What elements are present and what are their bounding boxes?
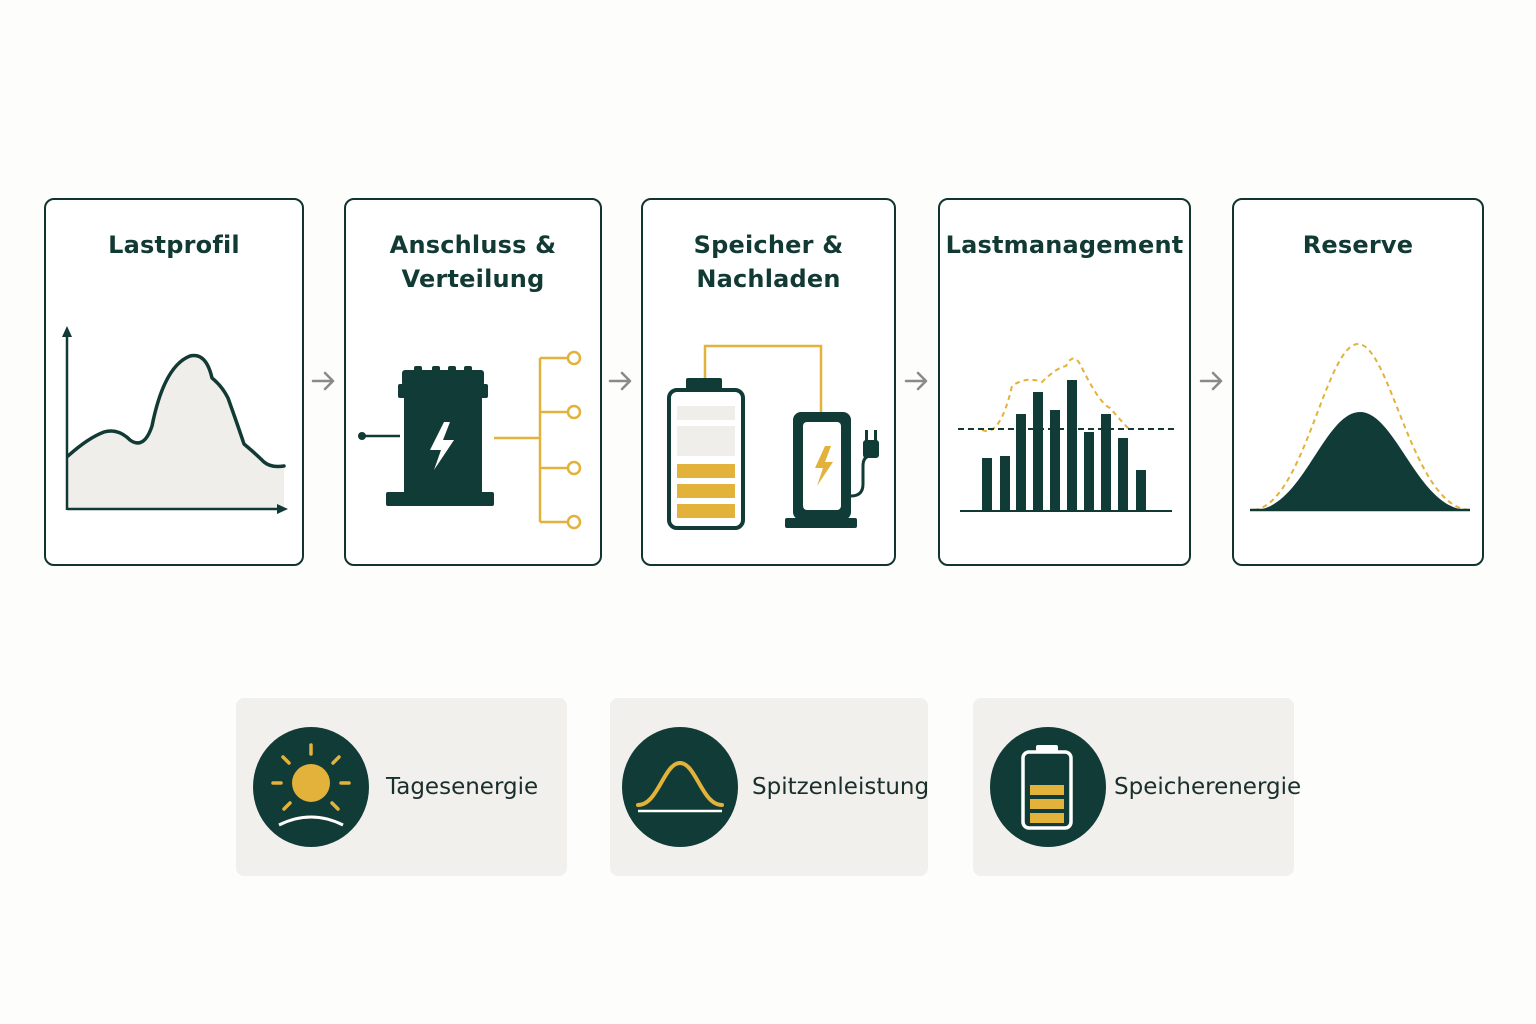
load-curve-chart-icon [62,326,288,514]
peak-curve-icon [636,760,724,813]
arrow-right-icon [608,371,632,391]
battery-icon [1021,745,1073,830]
sun-icon [271,743,351,827]
legend-item-speicherenergie: Speicherenergie [973,698,1301,876]
arrow-right-icon [904,371,928,391]
step-title: Lastprofil [108,231,240,259]
peak-shaving-bar-chart-icon [958,357,1174,512]
legend-icon-circle [253,727,369,847]
arrow-right-icon [311,371,335,391]
legend-icon-circle [622,727,738,847]
step-card-lastmanagement: Lastmanagement [938,198,1191,566]
legend-label: Tagesenergie [386,774,539,800]
step-card-lastprofil: Lastprofil [44,198,304,566]
step-title: Lastmanagement [945,231,1184,259]
arrow-right-icon [1199,371,1223,391]
step-title: Reserve [1302,231,1414,259]
legend-item-tagesenergie: Tagesenergie [236,698,567,876]
step-title: Speicher & Nachladen [693,231,844,293]
reserve-bell-curve-icon [1250,342,1470,512]
legend-label: Spitzenleistung [752,774,930,800]
step-card-speicher-nachladen: Speicher & Nachladen [641,198,896,566]
legend-item-spitzenleistung: Spitzenleistung [610,698,930,876]
legend-label: Speicherenergie [1114,774,1302,800]
step-title: Anschluss & Verteilung [389,231,557,293]
transformer-distribution-icon [358,350,582,530]
battery-charger-icon [667,344,879,530]
step-card-anschluss-verteilung: Anschluss & Verteilung [344,198,602,566]
step-card-reserve: Reserve [1232,198,1484,566]
legend-icon-circle [990,727,1106,847]
